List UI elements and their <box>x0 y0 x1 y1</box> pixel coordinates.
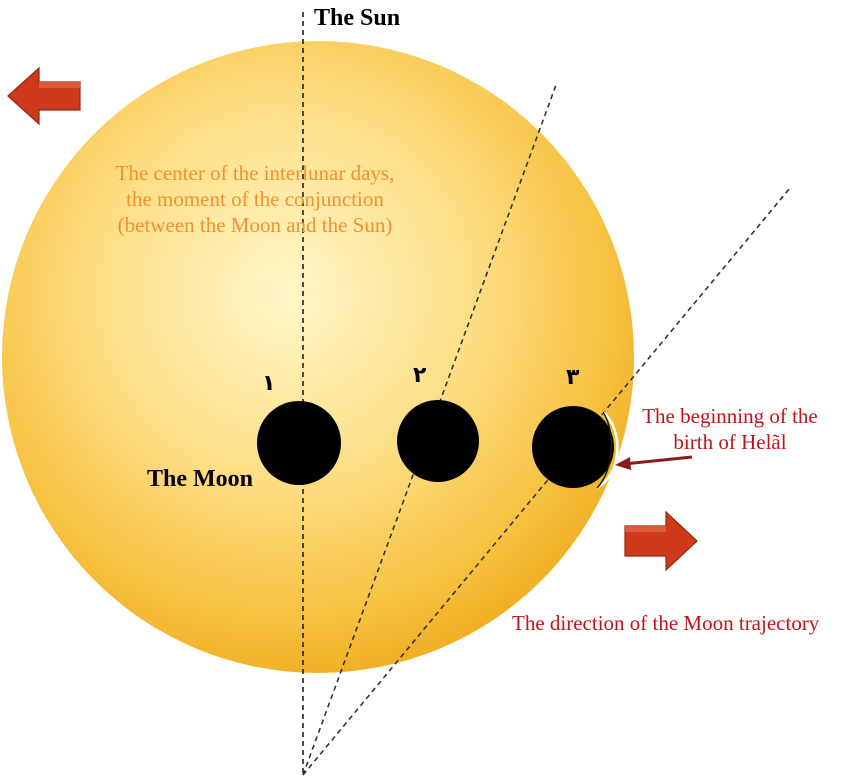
direction-label: The direction of the Moon trajectory <box>512 611 820 635</box>
sun-disc <box>2 41 634 673</box>
position-number-2: ٢ <box>413 363 427 388</box>
moon-label: The Moon <box>147 466 254 492</box>
right-arrow-icon <box>624 510 698 572</box>
left-arrow-icon <box>7 66 81 126</box>
sight-line-to-position-2 <box>302 84 557 776</box>
pointer-arrow-icon <box>615 455 693 470</box>
crescent-outline-inner <box>596 411 613 489</box>
moon-position-3 <box>532 406 614 488</box>
crescent-outline <box>596 411 619 490</box>
moon-position-2 <box>397 400 479 482</box>
sun-label: The Sun <box>314 5 401 31</box>
sight-line-to-position-3 <box>302 187 791 776</box>
birth-label: The beginning of the birth of Helãl <box>642 404 818 454</box>
position-number-1: ١ <box>262 371 276 396</box>
moon-position-1 <box>257 401 341 485</box>
conjunction-label: The center of the interlunar days, the m… <box>115 161 395 237</box>
position-number-3: ٣ <box>566 365 580 390</box>
